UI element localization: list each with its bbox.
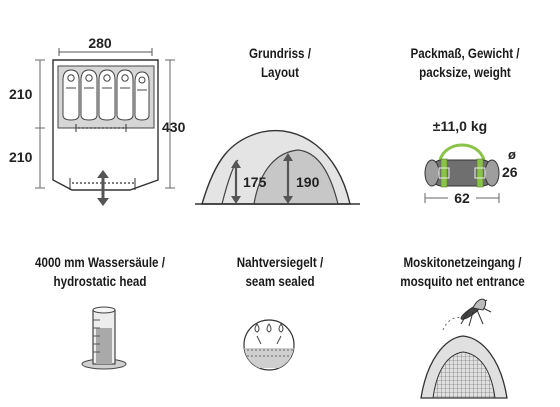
floorplan-icon: 280 210 210 [9,35,186,206]
packsize-title-de: Packmaß, Gewicht / [410,46,520,61]
mosquito-net-section: Moskitonetzeingang / mosquito net entran… [365,220,560,407]
packsize-diameter-label: 26 [502,164,518,180]
seam-sealed-icon [243,319,295,371]
layout-title-en: Layout [260,65,300,80]
packsize-title-en: packsize, weight [419,65,511,80]
packsize-section: Packmaß, Gewicht / packsize, weight ±11,… [370,0,560,215]
floorplan-inner-depth-label: 210 [9,86,33,102]
pack-bag-icon: ±11,0 kg ø 26 62 [424,118,518,206]
mosquito-net-icon [420,298,508,399]
mosquito-net-heading: Moskitonetzeingang / mosquito net entran… [379,253,547,291]
layout-low-height-label: 175 [243,174,267,190]
floorplan-length-label: 430 [162,119,186,135]
seam-sealed-title-en: seam sealed [245,274,315,289]
floorplan-width-label: 280 [88,35,112,51]
tent-profile-icon: 175 190 [195,130,360,205]
water-column-icon [81,306,127,370]
packsize-length-label: 62 [454,190,470,206]
layout-high-height-label: 190 [296,174,320,190]
layout-section: Grundriss / Layout 175 190 [190,0,370,215]
water-column-heading: 4000 mm Wassersäule / hydrostatic head [14,253,186,291]
packsize-heading: Packmaß, Gewicht / packsize, weight [383,44,546,82]
diameter-symbol: ø [508,147,516,162]
seam-sealed-section: Nahtversiegelt / seam sealed [185,220,375,407]
layout-title-de: Grundriss / [249,46,311,61]
mosquito-icon [460,298,492,327]
water-column-section: 4000 mm Wassersäule / hydrostatic head [0,220,200,407]
seam-sealed-heading: Nahtversiegelt / seam sealed [198,253,361,291]
water-column-title-en: hydrostatic head [53,274,147,289]
packsize-weight-label: ±11,0 kg [433,118,487,134]
mosquito-net-title-de: Moskitonetzeingang / [403,255,522,270]
floorplan-figure: 280 210 210 [0,0,195,215]
floorplan-outer-depth-label: 210 [9,149,33,165]
water-column-title-de: 4000 mm Wassersäule / [35,255,165,270]
layout-heading: Grundriss / Layout [203,44,358,82]
mosquito-net-title-en: mosquito net entrance [400,274,525,289]
seam-sealed-title-de: Nahtversiegelt / [236,255,324,270]
